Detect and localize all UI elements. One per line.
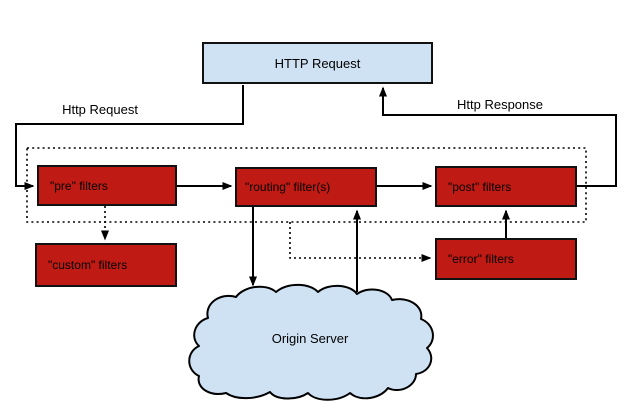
- error-filters-label: "error" filters: [448, 252, 514, 266]
- error-filters-box: "error" filters: [435, 238, 577, 280]
- http-request-box-label: HTTP Request: [274, 55, 361, 71]
- routing-filters-box: "routing" filter(s): [235, 167, 377, 207]
- http-response-edge-label: Http Response: [457, 97, 543, 112]
- post-filters-label: "post" filters: [448, 179, 512, 194]
- custom-filters-box: "custom" filters: [35, 243, 177, 287]
- http-request-box: HTTP Request: [202, 42, 433, 84]
- post-filters-box: "post" filters: [435, 166, 577, 207]
- origin-server-cloud: [188, 283, 434, 401]
- custom-filters-label: "custom" filters: [48, 258, 128, 272]
- http-request-edge-label: Http Request: [62, 102, 138, 117]
- origin-server-label: Origin Server: [271, 331, 349, 346]
- pre-filters-label: "pre" filters: [50, 178, 108, 193]
- routing-filters-label: "routing" filter(s): [245, 180, 331, 194]
- border-to-error-dashed-line: [289, 222, 432, 262]
- post-to-http-response-line: [379, 86, 617, 187]
- http-request-to-pre-line: [15, 85, 244, 190]
- pre-filters-box: "pre" filters: [37, 165, 177, 206]
